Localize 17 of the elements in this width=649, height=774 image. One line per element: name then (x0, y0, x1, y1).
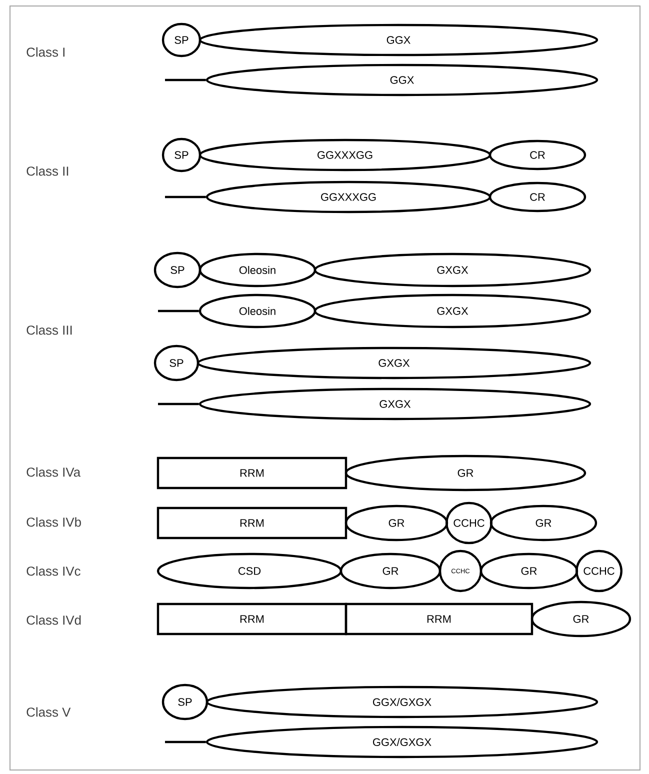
class-label: Class V (26, 707, 71, 717)
protein-tail-line (165, 740, 206, 744)
domain-box: RRM (156, 506, 348, 540)
protein-tail-line (158, 310, 199, 312)
class-label: Class IVb (26, 517, 81, 527)
domain-box: RRM (344, 602, 534, 636)
class-label: Class III (26, 325, 72, 335)
class-label: Class IVa (26, 467, 81, 477)
domain-box: RRM (156, 456, 348, 490)
domain-box: RRM (156, 602, 348, 636)
protein-tail-line (165, 78, 206, 82)
class-label: Class II (26, 166, 68, 176)
class-label: Class IVc (26, 566, 80, 576)
protein-tail-line (165, 196, 206, 198)
protein-tail-line (158, 402, 199, 406)
class-label: Class IVd (26, 615, 81, 625)
class-label: Class I (26, 47, 64, 57)
